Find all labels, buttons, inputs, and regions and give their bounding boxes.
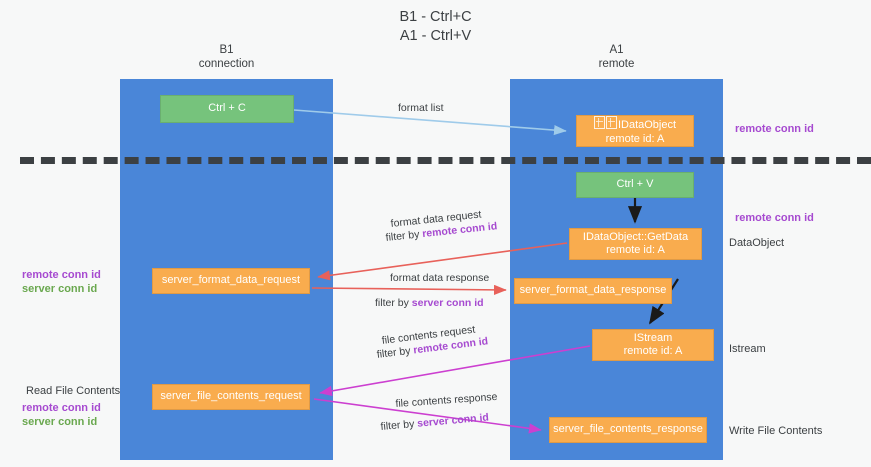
- annotation-remote-conn-id-mid: remote conn id: [735, 212, 814, 224]
- node-save-idataobject[interactable]: IDataObject remote id: A: [576, 115, 694, 147]
- node-getdata-label: IDataObject::GetData: [582, 230, 689, 243]
- page-title: B1 - Ctrl+C A1 - Ctrl+V: [0, 8, 871, 46]
- node-ctrl-v-label: Ctrl + V: [616, 178, 654, 191]
- connector-format-data-response: [311, 284, 507, 295]
- node-istream[interactable]: IStream remote id: A: [592, 329, 714, 361]
- node-server-file-contents-response[interactable]: server_file_contents_response: [549, 417, 707, 443]
- annotation-write-file-contents: Write File Contents: [729, 425, 823, 437]
- filter-prefix: filter by: [385, 228, 423, 244]
- node-server-file-contents-request[interactable]: server_file_contents_request: [152, 384, 310, 410]
- filter-key-server-conn-id: server conn id: [411, 297, 484, 309]
- node-server-format-data-response[interactable]: server_format_data_response: [514, 278, 672, 304]
- title-line-2: A1 - Ctrl+V: [399, 28, 472, 44]
- node-ctrl-c-label: Ctrl + C: [208, 102, 246, 115]
- swimlane-b1-role: connection: [198, 57, 255, 70]
- node-istream-sub: remote id: A: [623, 345, 683, 357]
- node-save-idataobject-sub: remote id: A: [605, 132, 665, 145]
- node-getdata-sub: remote id: A: [606, 244, 665, 256]
- annotation-left-server-conn-id-2: server conn id: [22, 416, 98, 428]
- filter-key-server-conn-id: server conn id: [416, 411, 490, 430]
- node-server-file-contents-request-label: server_file_contents_request: [160, 390, 302, 403]
- swimlane-b1-name: B1: [219, 44, 234, 56]
- edge-label-format-data-response-filter: filter by server conn id: [375, 296, 484, 310]
- annotation-read-file-contents: Read File Contents: [26, 385, 121, 397]
- filter-prefix: filter by: [380, 417, 418, 433]
- node-save-idataobject-label: IDataObject: [593, 116, 676, 133]
- annotation-left-conn-ids-lower: remote conn id server conn id: [22, 401, 101, 429]
- node-istream-label: IStream: [633, 331, 673, 344]
- edge-label-file-contents-response: file contents response: [395, 390, 498, 410]
- edge-label-file-contents-response-filter: filter by server conn id: [380, 411, 489, 434]
- node-ctrl-c[interactable]: Ctrl + C: [160, 95, 294, 123]
- swimlane-header-a1: A1 remote: [510, 44, 723, 71]
- annotation-remote-conn-id-top: remote conn id: [735, 123, 814, 135]
- filter-prefix: filter by: [375, 297, 412, 309]
- phase-divider: [20, 157, 871, 164]
- edge-label-format-list: format list: [398, 102, 444, 114]
- swimlane-a1-name: A1: [609, 44, 624, 56]
- annotation-left-conn-ids-upper: remote conn id server conn id: [22, 268, 101, 296]
- node-server-format-data-request-label: server_format_data_request: [161, 274, 301, 287]
- swimlane-a1-role: remote: [598, 57, 635, 70]
- node-server-format-data-request[interactable]: server_format_data_request: [152, 268, 310, 294]
- node-ctrl-v[interactable]: Ctrl + V: [576, 172, 694, 198]
- annotation-dataobject: DataObject: [729, 237, 785, 249]
- filter-prefix: filter by: [376, 344, 415, 361]
- title-line-1: B1 - Ctrl+C: [399, 9, 472, 25]
- node-idataobject-getdata[interactable]: IDataObject::GetData remote id: A: [569, 228, 702, 260]
- annotation-left-remote-conn-id: remote conn id: [22, 269, 101, 281]
- node-server-format-data-response-label: server_format_data_response: [519, 284, 667, 297]
- annotation-left-server-conn-id: server conn id: [22, 283, 98, 295]
- node-server-file-contents-response-label: server_file_contents_response: [553, 423, 703, 436]
- annotation-istream: Istream: [729, 343, 766, 355]
- edge-label-format-data-response: format data response: [390, 272, 490, 284]
- annotation-left-remote-conn-id-2: remote conn id: [22, 402, 101, 414]
- swimlane-header-b1: B1 connection: [120, 44, 333, 71]
